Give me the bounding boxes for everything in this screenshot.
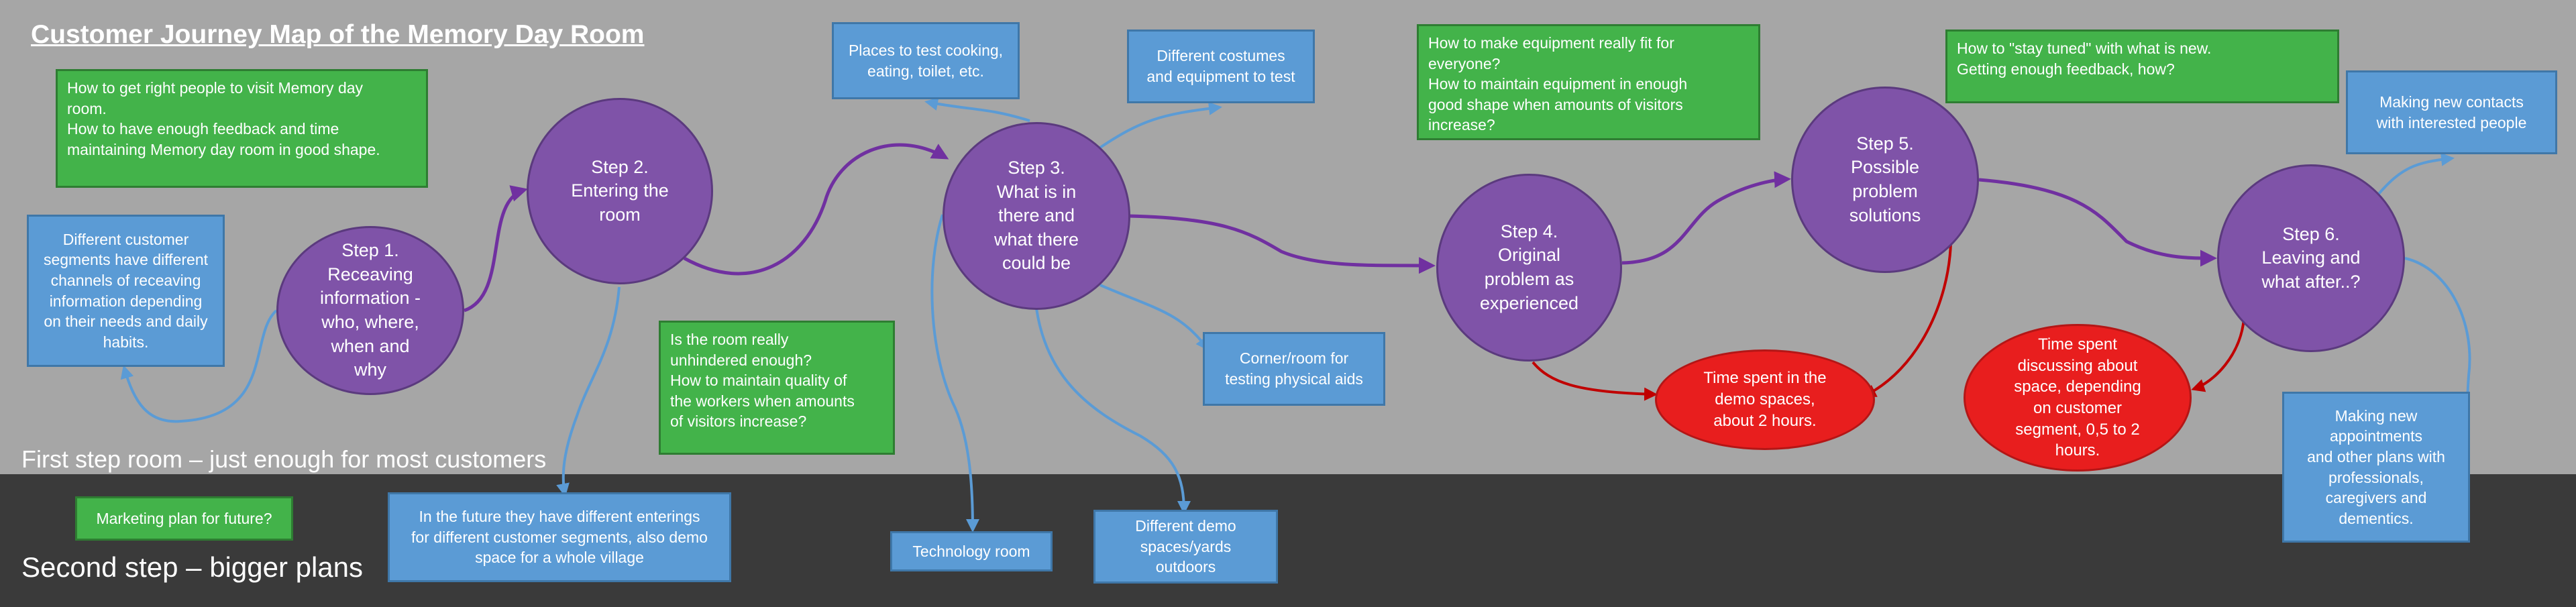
note-customer-channels: Different customer segments have differe…	[27, 215, 225, 367]
line-step5-time	[1862, 242, 1952, 397]
first-step-label: First step room – just enough for most c…	[21, 445, 547, 473]
step-3-circle: Step 3. What is in there and what there …	[943, 122, 1130, 310]
line-step6-time	[2191, 318, 2245, 392]
line-step6-new-contacts	[2377, 152, 2455, 196]
flow-step4-to-step5	[1621, 171, 1791, 265]
step-2-circle: Step 2. Entering the room	[527, 98, 713, 284]
note-demo-outdoors: Different demo spaces/yards outdoors	[1093, 510, 1278, 584]
step-5-circle: Step 5. Possible problem solutions	[1791, 87, 1979, 273]
line-step2-future-enterings	[556, 286, 621, 497]
line-step3-demo-spaces	[1035, 308, 1191, 514]
flow-step3-to-step4	[1128, 214, 1436, 274]
question-box-visitors: How to get right people to visit Memory …	[56, 69, 428, 188]
step-1-circle: Step 1. Receaving information - who, whe…	[276, 226, 464, 395]
flow-step2-to-step3	[683, 143, 949, 276]
question-box-marketing: Marketing plan for future?	[75, 496, 293, 541]
question-box-room-quality: Is the room really unhindered enough? Ho…	[659, 321, 895, 455]
question-box-stay-tuned: How to "stay tuned" with what is new. Ge…	[1945, 30, 2339, 103]
flow-step5-to-step6	[1978, 178, 2217, 267]
page-title: Customer Journey Map of the Memory Day R…	[31, 20, 645, 49]
line-step3-technology-room	[930, 214, 979, 533]
note-test-places: Places to test cooking, eating, toilet, …	[832, 22, 1020, 99]
note-new-contacts: Making new contacts with interested peop…	[2346, 70, 2557, 154]
note-technology-room: Technology room	[890, 531, 1053, 571]
step-6-circle: Step 6. Leaving and what after..?	[2217, 164, 2405, 352]
note-costumes-equipment: Different costumes and equipment to test	[1127, 30, 1315, 103]
time-spent-discussion-circle: Time spent discussing about space, depen…	[1964, 324, 2192, 472]
line-step1-channels-note	[120, 309, 278, 423]
flow-step1-to-step2	[464, 185, 528, 313]
note-appointments: Making new appointments and other plans …	[2282, 392, 2470, 543]
line-step3-places-note	[924, 97, 1030, 122]
second-step-label: Second step – bigger plans	[21, 551, 364, 583]
line-step3-costumes-note	[1099, 101, 1222, 149]
note-physical-aids: Corner/room for testing physical aids	[1203, 332, 1385, 406]
note-future-enterings: In the future they have different enteri…	[388, 492, 731, 582]
question-box-equipment: How to make equipment really fit for eve…	[1417, 24, 1760, 140]
step-4-circle: Step 4. Original problem as experienced	[1436, 174, 1622, 362]
line-step3-corner-note	[1099, 284, 1210, 351]
line-step4-time	[1532, 361, 1658, 401]
time-spent-demo-circle: Time spent in the demo spaces, about 2 h…	[1655, 349, 1875, 450]
